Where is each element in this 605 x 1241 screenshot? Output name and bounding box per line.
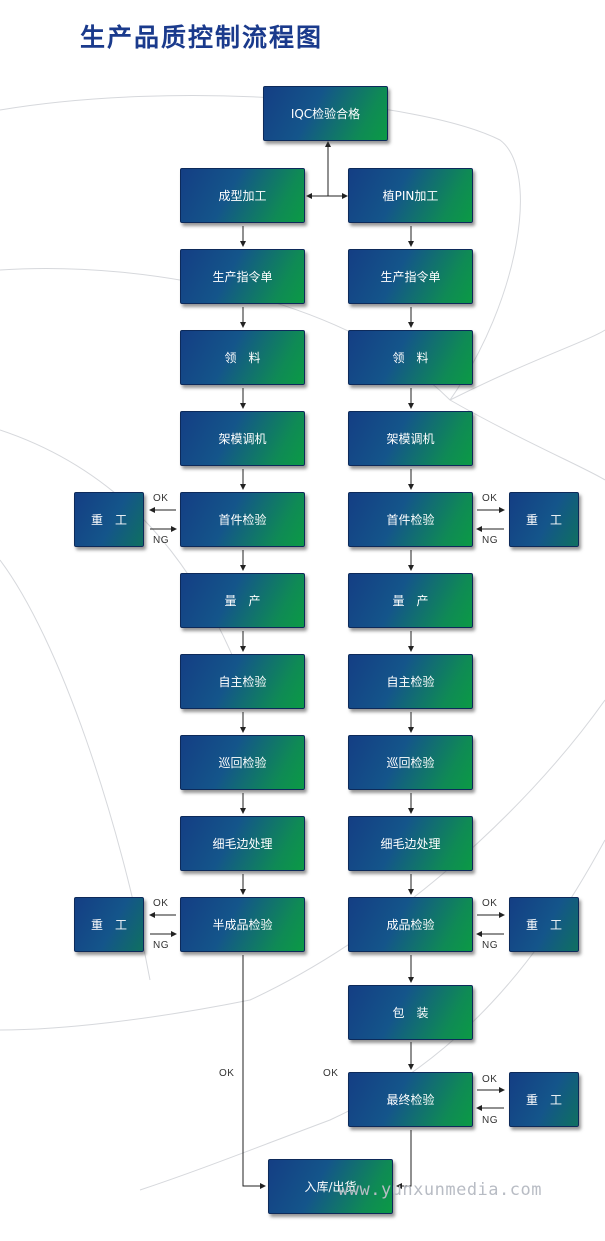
ng-label: NG (153, 535, 169, 546)
left-step-3: 领 料 (180, 330, 305, 385)
right-step-5: 首件检验 (348, 492, 473, 547)
ng-label: NG (482, 940, 498, 951)
rework-box-left-1: 重 工 (74, 492, 144, 547)
ok-label: OK (482, 898, 498, 909)
left-step-2: 生产指令单 (180, 249, 305, 304)
left-step-7: 自主检验 (180, 654, 305, 709)
ok-label: OK (482, 1074, 498, 1085)
page-title: 生产品质控制流程图 (80, 23, 324, 52)
ng-label: NG (153, 940, 169, 951)
left-step-9: 细毛边处理 (180, 816, 305, 871)
right-step-2: 生产指令单 (348, 249, 473, 304)
watermark: www.yunxunmedia.com (338, 1180, 542, 1200)
left-step-10: 半成品检验 (180, 897, 305, 952)
right-step-11: 包 装 (348, 985, 473, 1040)
left-step-5: 首件检验 (180, 492, 305, 547)
ok-label: OK (482, 493, 498, 504)
ok-label: OK (219, 1068, 235, 1079)
iqc-pass-box: IQC检验合格 (263, 86, 388, 141)
right-step-7: 自主检验 (348, 654, 473, 709)
warehouse-ship-box: 入库/出货 (268, 1159, 393, 1214)
right-step-10: 成品检验 (348, 897, 473, 952)
right-step-3: 领 料 (348, 330, 473, 385)
ok-label: OK (153, 898, 169, 909)
rework-box-left-2: 重 工 (74, 897, 144, 952)
ok-label: OK (153, 493, 169, 504)
left-step-6: 量 产 (180, 573, 305, 628)
left-step-8: 巡回检验 (180, 735, 305, 790)
right-step-12: 最终检验 (348, 1072, 473, 1127)
rework-box-right-2: 重 工 (509, 897, 579, 952)
right-step-9: 细毛边处理 (348, 816, 473, 871)
left-step-1: 成型加工 (180, 168, 305, 223)
right-step-4: 架模调机 (348, 411, 473, 466)
left-step-4: 架模调机 (180, 411, 305, 466)
right-step-8: 巡回检验 (348, 735, 473, 790)
ng-label: NG (482, 1115, 498, 1126)
ok-label: OK (323, 1068, 339, 1079)
rework-box-right-1: 重 工 (509, 492, 579, 547)
rework-box-right-3: 重 工 (509, 1072, 579, 1127)
right-step-6: 量 产 (348, 573, 473, 628)
right-step-1: 植PIN加工 (348, 168, 473, 223)
ng-label: NG (482, 535, 498, 546)
